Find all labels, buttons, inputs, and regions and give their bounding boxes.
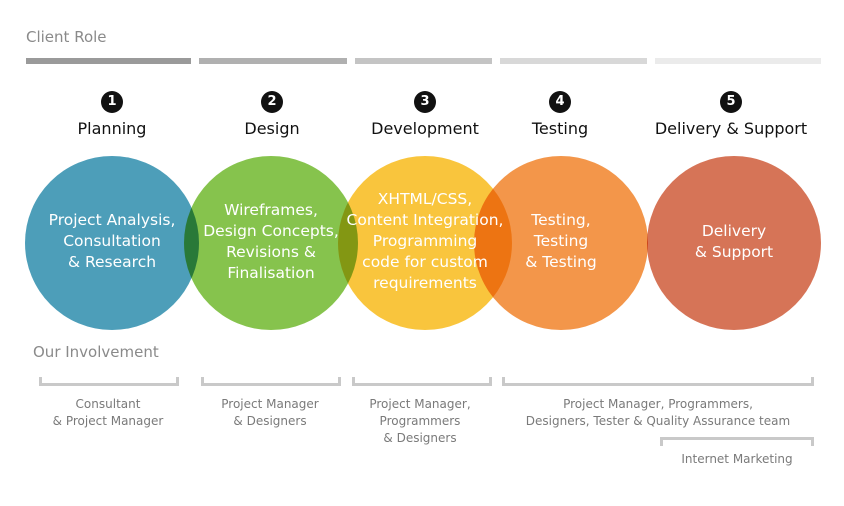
client-role-bar-4 — [500, 58, 647, 64]
step-title-testing: Testing — [531, 119, 589, 138]
involvement-bracket-3 — [352, 377, 492, 386]
client-role-bar-2 — [199, 58, 347, 64]
circle-text-delivery: Delivery & Support — [694, 222, 774, 261]
step-number-2: 2 — [261, 91, 283, 113]
step-number-1: 1 — [101, 91, 123, 113]
circle-text-design: Wireframes, Design Concepts, Revisions &… — [203, 201, 339, 282]
circle-design — [184, 156, 358, 330]
step-title-delivery: Delivery & Support — [654, 119, 808, 138]
circle-text-planning: Project Analysis, Consultation & Researc… — [48, 211, 176, 271]
involvement-bracket-2 — [201, 377, 341, 386]
circle-delivery — [647, 156, 821, 330]
involvement-bracket-4 — [502, 377, 814, 386]
step-title-development: Development — [371, 119, 479, 138]
client-role-bar-5 — [655, 58, 821, 64]
circle-planning — [25, 156, 199, 330]
client-role-bar-3 — [355, 58, 492, 64]
step-title-planning: Planning — [77, 119, 147, 138]
client-role-bar-1 — [26, 58, 191, 64]
client-role-label: Client Role — [26, 28, 107, 46]
involvement-text-development: Project Manager, Programmers & Designers — [369, 397, 471, 445]
step-number-5: 5 — [720, 91, 742, 113]
step-number-4: 4 — [549, 91, 571, 113]
step-title-design: Design — [244, 119, 300, 138]
circle-testing — [474, 156, 648, 330]
involvement-bracket-1 — [39, 377, 179, 386]
involvement-text-internet-marketing: Internet Marketing — [681, 452, 793, 466]
circle-text-development: XHTML/CSS, Content Integration, Programm… — [346, 190, 504, 292]
involvement-bracket-5 — [660, 437, 814, 446]
involvement-text-planning: Consultant & Project Manager — [52, 397, 164, 428]
involvement-text-design: Project Manager & Designers — [221, 397, 319, 428]
our-involvement-label: Our Involvement — [33, 343, 159, 361]
circle-text-testing: Testing, Testing & Testing — [525, 211, 597, 271]
involvement-text-testing-delivery: Project Manager, Programmers, Designers,… — [525, 397, 791, 428]
step-number-3: 3 — [414, 91, 436, 113]
